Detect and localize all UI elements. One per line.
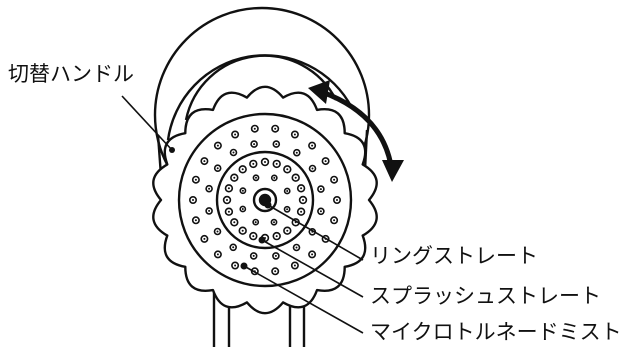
splash-hole-dot	[319, 188, 322, 191]
label-switch-handle: 切替ハンドル	[8, 62, 134, 86]
ring-hole-dot	[241, 168, 244, 171]
mist-hole-dot	[194, 219, 197, 222]
ring-hole-dot	[233, 221, 236, 224]
mist-hole-dot	[216, 144, 219, 147]
mist-hole-dot	[194, 178, 197, 181]
splash-hole-dot	[274, 254, 277, 257]
leader-splash	[261, 239, 364, 298]
ring-hole-dot	[226, 199, 228, 201]
splash-hole-dot	[253, 143, 256, 146]
inner-hole-dot	[286, 190, 289, 192]
inner-hole-dot	[273, 176, 276, 179]
splash-hole-dot	[295, 151, 298, 154]
inner-hole-dot	[273, 221, 275, 224]
mist-hole-dot	[311, 144, 314, 147]
label-splash-straight: スプラッシュストレート	[370, 284, 601, 308]
leader-mist	[243, 265, 364, 334]
splash-hole-dot	[208, 187, 211, 190]
inner-hole-dot	[241, 208, 244, 210]
handle-bottom-neck	[212, 280, 306, 347]
splash-hole-dot	[208, 209, 211, 212]
ring-hole-dot	[252, 235, 255, 238]
ring-hole-dot	[275, 162, 278, 165]
mist-hole-dot	[333, 219, 336, 222]
mist-hole-dot	[234, 133, 237, 136]
leader-handle	[121, 95, 173, 151]
mist-hole-dot	[336, 199, 338, 201]
ring-hole-dot	[302, 199, 304, 201]
ring-hole-dot	[275, 235, 278, 238]
back-shell-inner-arc-2	[184, 54, 338, 121]
ring-hole-dot	[252, 162, 255, 165]
inner-hole-dot	[241, 189, 244, 192]
ring-hole-dot	[241, 229, 244, 232]
mist-hole-dot	[203, 160, 206, 163]
splash-hole-dot	[319, 210, 322, 213]
ring-hole-dot	[233, 176, 236, 179]
mist-hole-dot	[216, 253, 219, 256]
splash-hole-dot	[232, 246, 235, 249]
mist-hole-dot	[324, 160, 327, 163]
mist-hole-dot	[311, 253, 314, 256]
ring-hole-dot	[286, 168, 289, 171]
rotation-arrow	[308, 80, 404, 182]
inner-hole-dot	[254, 221, 257, 224]
inner-hole-dot	[286, 208, 289, 211]
splash-hole-dot	[252, 254, 255, 257]
splash-hole-dot	[275, 143, 278, 146]
label-ring-straight: リングストレート	[370, 244, 538, 268]
ring-hole-dot	[227, 210, 230, 213]
label-micro-tornado-mist: マイクロトルネードミスト	[370, 320, 622, 344]
mist-hole-dot	[274, 127, 277, 130]
splash-hole-dot	[216, 230, 219, 233]
ring-hole-dot	[300, 210, 303, 213]
face-inner-circle	[215, 150, 315, 250]
ring-hole-dot	[286, 229, 289, 232]
splash-hole-dot	[295, 246, 298, 249]
mist-hole-dot	[293, 133, 296, 136]
mist-hole-dot	[333, 178, 336, 181]
ring-hole-dot	[264, 161, 266, 163]
mist-hole-dot	[203, 237, 206, 240]
mist-hole-dot	[234, 264, 237, 267]
ring-hole-dot	[294, 176, 297, 179]
mist-hole-dot	[253, 127, 256, 130]
splash-hole-dot	[232, 151, 235, 154]
leader-ring	[267, 204, 364, 261]
mist-hole-dot	[293, 264, 296, 267]
mist-hole-dot	[192, 199, 194, 201]
splash-hole-dot	[216, 167, 219, 170]
ring-hole-dot	[227, 187, 230, 190]
splash-hole-dot	[311, 167, 314, 170]
ring-hole-dot	[300, 187, 303, 190]
inner-hole-dot	[255, 176, 257, 179]
mist-hole-dot	[274, 270, 277, 273]
